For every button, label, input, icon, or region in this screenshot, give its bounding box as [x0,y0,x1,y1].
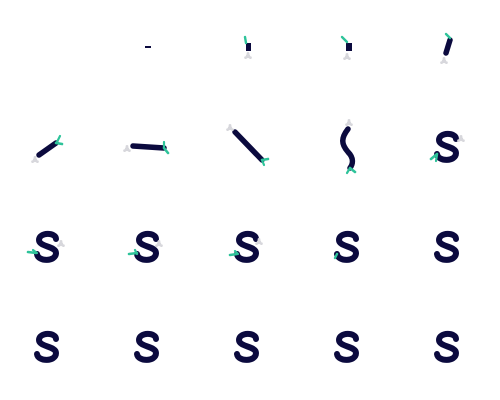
frame-7 [123,140,170,155]
frame-19 [337,334,356,360]
frame-10 [429,134,465,161]
frame-11 [26,234,65,260]
frame-15 [437,234,456,260]
frame-3 [243,35,252,59]
frame-4 [340,35,352,60]
frame-16 [37,334,56,360]
frame-18 [237,334,256,360]
frame-2 [145,46,151,48]
frame-12 [127,234,163,260]
frame-8 [226,124,270,167]
frame-9 [340,119,357,175]
frame-5 [440,32,453,64]
frame-20 [437,334,456,360]
frame-17 [137,334,156,360]
frame-13 [228,234,263,260]
frame-6 [31,134,64,163]
frame-14 [333,234,356,260]
